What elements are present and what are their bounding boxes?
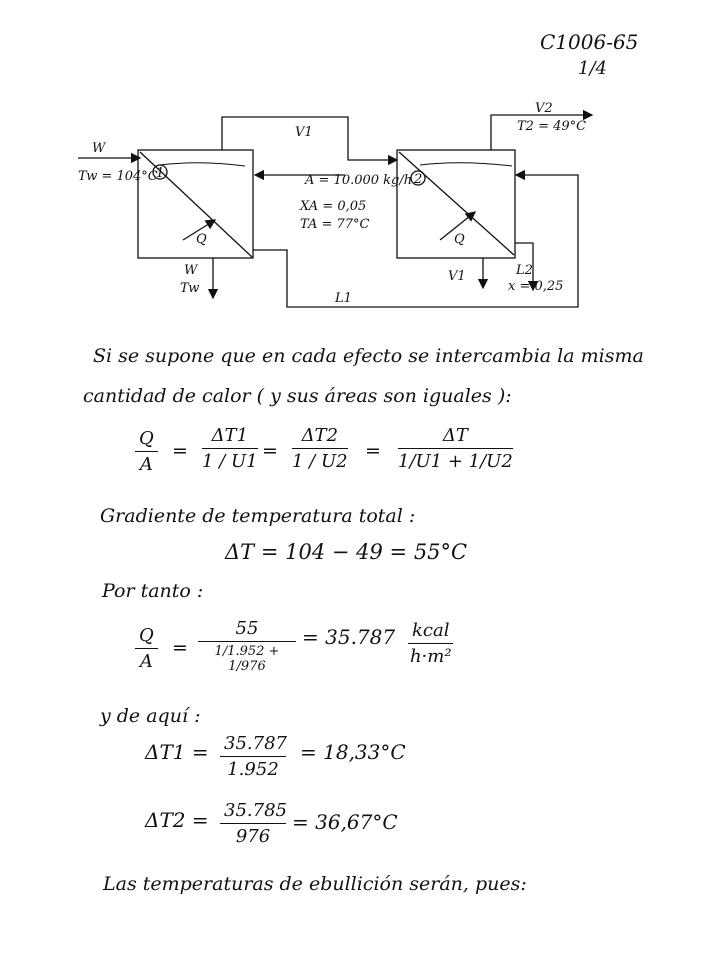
effect-1-number: 1 [156, 166, 164, 181]
eq5-lhs: ΔT2 = [145, 808, 209, 832]
page-number: 1/4 [578, 58, 607, 79]
eq1-dt2: ΔT2 [292, 425, 348, 449]
heat-2-label: Q [454, 232, 465, 247]
paragraph-4: Por tanto : [102, 580, 204, 602]
l2-concentration: x = 0,25 [508, 279, 563, 294]
vapor-1-condensate: V1 [448, 269, 466, 284]
eq3-num: 55 [198, 618, 296, 642]
eq4-lhs: ΔT1 = [145, 740, 209, 764]
document-code: C1006-65 [540, 30, 639, 54]
eq1-dt1: ΔT1 [202, 425, 258, 449]
eq3-den: 1/1.952 + 1/976 [214, 644, 280, 674]
l1-label: L1 [334, 291, 352, 306]
feed-temperature: TA = 77°C [300, 217, 370, 232]
eq1-a: A [139, 454, 153, 475]
eq1-usum: 1/U1 + 1/U2 [398, 451, 513, 472]
t2-label: T2 = 49°C [517, 119, 586, 134]
eq5-result: = 36,67°C [292, 810, 398, 834]
eq3-unit-num: kcal [408, 620, 454, 644]
condensate-temp: Tw [180, 281, 199, 296]
vapor-1-label: V1 [295, 125, 313, 140]
feed-label: A = 10.000 kg/h [304, 173, 412, 188]
eq3-result: = 35.787 [302, 625, 396, 649]
eq1-q: Q [135, 428, 158, 452]
eq1-u1: 1 / U1 [202, 451, 258, 472]
eq5-den: 976 [235, 826, 271, 847]
effect-1-box [137, 149, 254, 259]
l2-label: L2 [515, 263, 533, 278]
paragraph-3: Gradiente de temperatura total : [100, 505, 416, 527]
eq4-den: 1.952 [227, 759, 279, 780]
steam-in-label: W [92, 141, 107, 156]
equals: = [262, 440, 278, 462]
eq5-num: 35.785 [220, 800, 287, 824]
steam-temp-label: Tw = 104°C [78, 169, 158, 184]
eq4-result: = 18,33°C [300, 740, 406, 764]
eq3-unit-den: h·m² [409, 646, 452, 667]
eq2: ΔT = 104 − 49 = 55°C [225, 540, 468, 564]
eq3-q: Q [135, 625, 158, 649]
eq3-a: A [139, 651, 153, 672]
vapor-2-label: V2 [535, 101, 553, 116]
effect-2-box [396, 149, 516, 259]
effect-2-number: 2 [413, 172, 422, 187]
paragraph-5: y de aquí : [100, 705, 201, 727]
eq1-dt: ΔT [398, 425, 513, 449]
equals: = [365, 440, 381, 462]
evaporator-diagram: W Tw = 104°C V1 V2 T2 = 49°C 1 2 A = 10.… [78, 101, 594, 308]
equals: = [172, 440, 188, 462]
heat-1-label: Q [196, 232, 207, 247]
equals: = [172, 637, 188, 659]
feed-concentration: XA = 0,05 [299, 199, 366, 214]
paragraph-2: cantidad de calor ( y sus áreas son igua… [83, 385, 512, 407]
eq1-u2: 1 / U2 [292, 451, 348, 472]
paragraph-6: Las temperaturas de ebullición serán, pu… [103, 873, 527, 895]
eq4-num: 35.787 [220, 733, 287, 757]
paragraph-1: Si se supone que en cada efecto se inter… [93, 345, 644, 367]
condensate-label: W [184, 263, 199, 278]
